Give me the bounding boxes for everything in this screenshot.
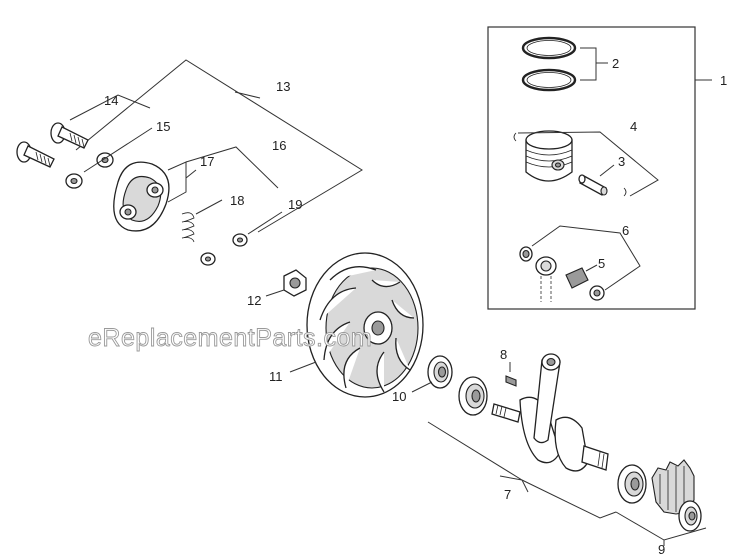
piston-clips [513,132,627,197]
callout-16: 16 [272,138,286,153]
crankshaft-seal [427,355,453,389]
piston [525,130,573,182]
leader-5 [585,264,598,272]
flywheel [306,252,424,398]
callout-2: 2 [612,56,619,71]
callout-7: 7 [504,487,511,502]
leader-13 [75,59,363,233]
crankshaft-bearing-left [458,376,488,416]
leader-13b [234,91,261,99]
callout-19: 19 [288,197,302,212]
leader-19 [247,211,283,235]
leader-6 [531,225,641,291]
leader-2 [580,47,597,81]
callout-4: 4 [630,119,637,134]
callout-3: 3 [618,154,625,169]
leader-7c [521,479,529,493]
flywheel-nut [283,269,307,297]
callout-6: 6 [622,223,629,238]
callout-1: 1 [720,73,727,88]
piston-pin [578,174,608,196]
callout-5: 5 [598,256,605,271]
leader-3 [599,164,615,177]
crankshaft [491,353,609,472]
clutch-washers [65,152,114,189]
callout-11: 11 [269,369,283,384]
piston-rings [521,36,577,92]
leader-12 [265,289,285,297]
woodruff-key [505,375,517,387]
leader-7b [521,479,617,519]
crankshaft-bearing-right [617,464,647,504]
drive-gear [651,459,695,515]
clutch-body [113,161,170,232]
callout-12: 12 [247,293,261,308]
leader-17b [185,169,197,179]
leader-7a [427,421,523,481]
callout-9: 9 [658,542,665,557]
callout-8: 8 [500,347,507,362]
leader-16 [185,146,279,189]
leader-14 [69,94,151,121]
needle-bearing-set [519,246,605,302]
leader-17 [167,161,187,203]
callout-15: 15 [156,119,170,134]
piston-kit-box [487,26,696,310]
clutch-bolts [16,122,89,168]
crankshaft-seal-right [678,500,702,532]
leader-4 [517,131,659,197]
callout-10: 10 [392,389,406,404]
watermark: eReplacementParts.com [88,324,372,352]
clutch-spring [181,212,195,243]
callout-17: 17 [200,154,214,169]
leader-15 [83,127,153,173]
callout-14: 14 [104,93,118,108]
leader-18 [195,199,223,215]
clutch-small-washers [200,233,248,266]
callout-18: 18 [230,193,244,208]
callout-13: 13 [276,79,290,94]
leader-11 [289,361,317,373]
leader-10 [411,381,433,393]
